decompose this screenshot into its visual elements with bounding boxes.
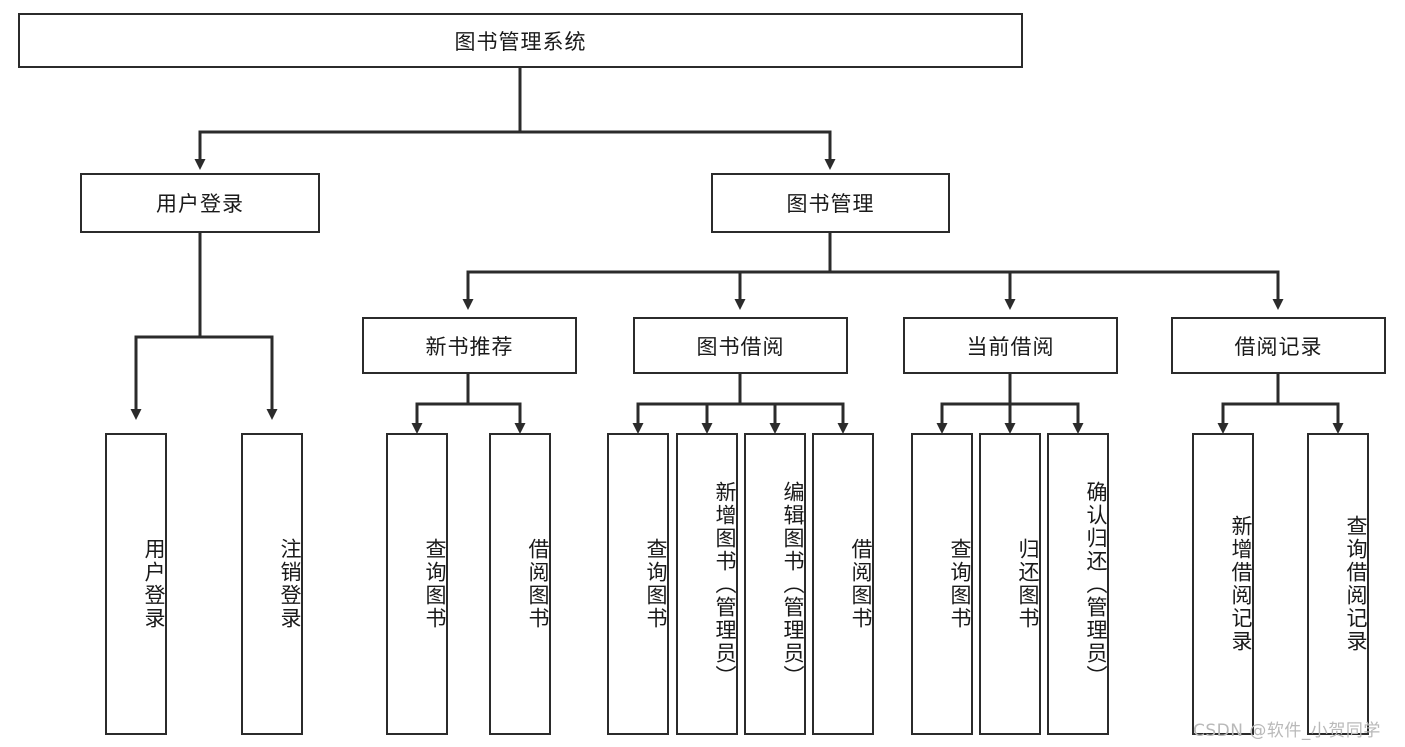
node-leaf-label: 借阅图书	[849, 538, 873, 630]
node-leaf-label: 用户登录	[142, 538, 166, 630]
node-borrow-records[interactable]: 借阅记录	[1171, 317, 1386, 374]
node-new-book-recommend[interactable]: 新书推荐	[362, 317, 577, 374]
node-root-label: 图书管理系统	[454, 29, 587, 54]
node-leaf-query-book-recommend[interactable]: 查询图书	[386, 433, 448, 735]
node-leaf-label: 查询借阅记录	[1344, 515, 1368, 653]
node-leaf-label: 新增图书（管理员）	[713, 480, 737, 688]
node-leaf-label: 查询图书	[948, 538, 972, 630]
node-borrow-records-label: 借阅记录	[1234, 334, 1323, 359]
node-leaf-add-book-admin[interactable]: 新增图书（管理员）	[676, 433, 738, 735]
node-book-borrow-label: 图书借阅	[696, 334, 785, 359]
node-new-book-recommend-label: 新书推荐	[425, 334, 514, 359]
node-leaf-label: 新增借阅记录	[1229, 515, 1253, 653]
node-leaf-label: 编辑图书（管理员）	[781, 480, 805, 688]
node-leaf-label: 归还图书	[1016, 538, 1040, 630]
node-leaf-label: 查询图书	[423, 538, 447, 630]
node-book-borrow[interactable]: 图书借阅	[633, 317, 848, 374]
node-leaf-logout[interactable]: 注销登录	[241, 433, 303, 735]
node-leaf-return-book[interactable]: 归还图书	[979, 433, 1041, 735]
node-leaf-query-borrow-record[interactable]: 查询借阅记录	[1307, 433, 1369, 735]
node-leaf-edit-book-admin[interactable]: 编辑图书（管理员）	[744, 433, 806, 735]
node-book-management[interactable]: 图书管理	[711, 173, 950, 233]
node-leaf-query-book-borrow[interactable]: 查询图书	[607, 433, 669, 735]
csdn-watermark: CSDN @软件_小贺同学	[1193, 721, 1381, 741]
node-user-login-label: 用户登录	[156, 192, 244, 216]
node-leaf-confirm-return-admin[interactable]: 确认归还（管理员）	[1047, 433, 1109, 735]
node-leaf-borrow-book[interactable]: 借阅图书	[812, 433, 874, 735]
node-leaf-user-login[interactable]: 用户登录	[105, 433, 167, 735]
node-root[interactable]: 图书管理系统	[18, 13, 1023, 68]
node-current-borrow-label: 当前借阅	[966, 334, 1055, 359]
node-user-login[interactable]: 用户登录	[80, 173, 320, 233]
node-leaf-query-book-current[interactable]: 查询图书	[911, 433, 973, 735]
node-current-borrow[interactable]: 当前借阅	[903, 317, 1118, 374]
node-leaf-add-borrow-record[interactable]: 新增借阅记录	[1192, 433, 1254, 735]
node-leaf-borrow-book-recommend[interactable]: 借阅图书	[489, 433, 551, 735]
node-leaf-label: 注销登录	[278, 538, 302, 630]
node-book-management-label: 图书管理	[786, 192, 875, 216]
node-leaf-label: 借阅图书	[526, 538, 550, 630]
node-leaf-label: 确认归还（管理员）	[1084, 480, 1108, 688]
node-leaf-label: 查询图书	[644, 538, 668, 630]
